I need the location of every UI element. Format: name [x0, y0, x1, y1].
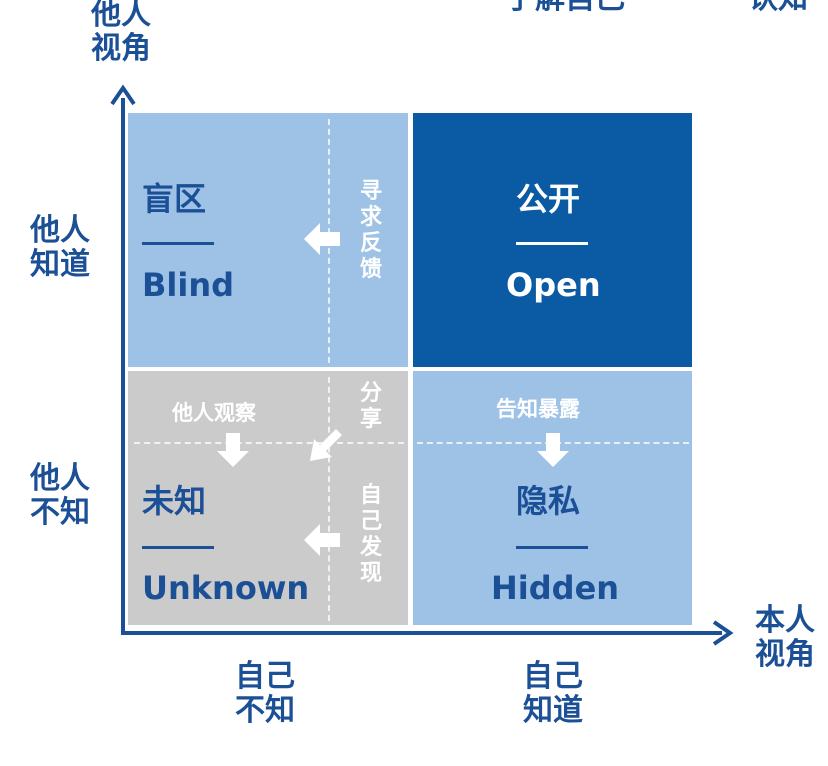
others-observe-label: 他人观察 [172, 401, 256, 425]
quadrant-unknown: 他人观察 分享 未知 Unknown 自己发现 [128, 371, 408, 625]
header-fragment-1: 了解自己 [505, 0, 625, 14]
open-rule [516, 242, 588, 245]
y-axis-title: 他人视角 [91, 0, 151, 66]
left-arrow-icon [304, 223, 340, 255]
x-label-self-unknown: 自己不知 [235, 659, 295, 728]
left-arrow-icon [304, 524, 340, 556]
hidden-english: Hidden [491, 569, 620, 607]
y-axis-arrowhead [110, 84, 136, 106]
unknown-title: 未知 [142, 482, 207, 520]
diagonal-arrow-icon [310, 429, 342, 461]
quadrant-open: 公开 Open [413, 113, 692, 367]
header-fragment-2: 认知 [748, 0, 808, 14]
blind-english: Blind [142, 266, 235, 304]
quadrant-blind: 盲区 Blind 寻求反馈 [128, 113, 408, 367]
y-label-others-know: 他人知道 [30, 213, 90, 282]
blind-rule [142, 242, 214, 245]
y-label-others-unknown: 他人不知 [30, 461, 90, 530]
seek-feedback-label: 寻求反馈 [359, 179, 382, 282]
unknown-english: Unknown [142, 569, 310, 607]
x-axis-arrowhead [712, 620, 734, 646]
share-label: 分享 [359, 381, 382, 432]
x-axis-title: 本人视角 [755, 603, 815, 672]
hidden-rule [516, 546, 588, 549]
unknown-rule [142, 546, 214, 549]
unknown-horizontal-divider [134, 442, 404, 444]
open-title: 公开 [516, 180, 581, 218]
hidden-title: 隐私 [516, 482, 581, 520]
disclose-label: 告知暴露 [496, 397, 580, 421]
blind-title: 盲区 [142, 180, 207, 218]
down-arrow-icon [217, 433, 249, 467]
down-arrow-icon [537, 433, 569, 467]
self-discovery-label: 自己发现 [359, 483, 382, 586]
open-english: Open [506, 266, 601, 304]
unknown-vertical-divider [328, 377, 330, 621]
x-label-self-know: 自己知道 [523, 659, 583, 728]
quadrant-hidden: 告知暴露 隐私 Hidden [413, 371, 692, 625]
